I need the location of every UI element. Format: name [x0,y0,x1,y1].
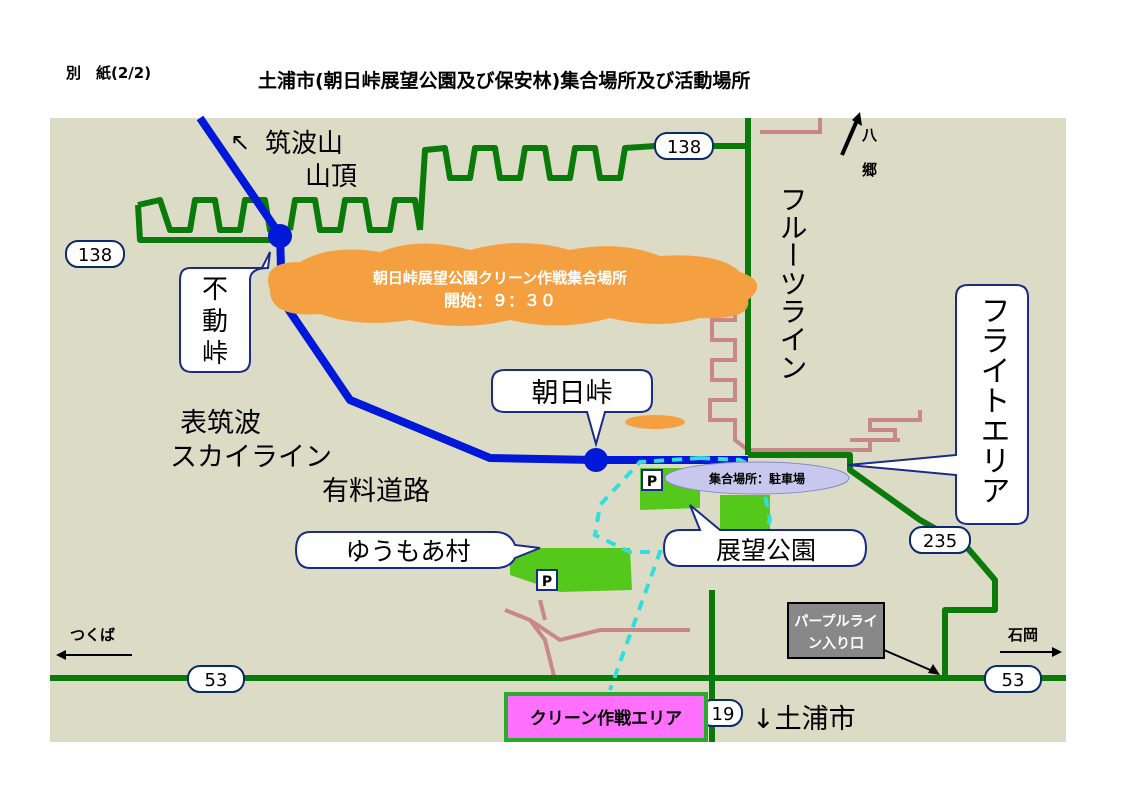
route-53-right: 53 [984,665,1042,693]
tenbou-callout: 展望公園 [662,504,868,567]
fudotoge-callout: 不 動 峠 [179,251,271,373]
meeting-parking-label: 集合場所：駐車場 [708,471,805,486]
tsuchiura-label: ↓土浦市 [752,704,856,735]
route-235-label: 235 [923,531,957,552]
clean-area-box: クリーン作戦エリア [504,692,708,742]
flight-area-callout: フライトエリア [847,284,1029,525]
route-235: 235 [909,526,971,554]
local-roads [504,118,922,681]
cloud-title: 朝日峠展望公園クリーン作戦集合場所 [373,269,627,287]
yuumoa-label: ゆうもあ村 [345,537,470,566]
fudotoge-label-3: 峠 [202,339,228,369]
arrow-nw-icon: ↖ [230,128,250,156]
parking-icon-park: P [641,469,663,491]
skyline-label-2: スカイライン [170,442,332,473]
arrow-right-head-icon [1052,647,1062,657]
fruit-line-label: フルーツライン [776,185,809,381]
purple-line-label-2: ン入り口 [808,636,864,652]
orange-area-2 [625,415,685,429]
route-53-right-label: 53 [1002,670,1025,691]
ishioka-label: 石岡 [1007,626,1038,644]
purple-line-label-1: パープルライ [794,614,877,630]
clean-area-label: クリーン作戦エリア [530,708,682,729]
route-19-label: 19 [712,704,735,725]
route-138-top-label: 138 [667,137,701,158]
page-label: 別 紙(2/2) [66,64,152,82]
yasato-label-2: 郷 [862,161,877,179]
page-title: 土浦市(朝日峠展望公園及び保安林)集合場所及び活動場所 [258,70,751,92]
tsukubasan-label-2: 山頂 [305,162,357,192]
fudotoge-label-1: 不 [202,275,228,305]
route-53-left: 53 [187,665,245,693]
parking-icon-yuumoa: P [536,569,558,591]
park-green-area-2 [720,495,770,540]
asahitoge-callout: 朝日峠 [491,369,653,448]
purple-line-box: パープルライ ン入り口 [787,602,940,675]
route-138-left: 138 [65,240,125,268]
arrow-left-head-icon [56,650,66,660]
asahitoge-label: 朝日峠 [532,378,613,409]
flight-area-label: フライトエリア [975,295,1010,505]
tsukubasan-label-1: 筑波山 [265,129,343,159]
yuumoa-callout: ゆうもあ村 [294,531,541,569]
skyline-label-1: 表筑波 [180,408,261,439]
meeting-cloud [268,243,758,326]
arrow-ne-head-icon [852,112,862,126]
fudotoge-junction [268,224,292,248]
route-138-top: 138 [654,132,714,160]
route-19-partial: 19 [699,699,743,727]
parking-label-yuumoa: P [542,574,552,590]
tsukuba-label: つくば [70,626,115,644]
asahitoge-junction [584,448,608,472]
clean-area-route [592,456,701,691]
fudotoge-label-2: 動 [202,307,228,337]
route-53-left-label: 53 [205,670,228,691]
skyline-label-3: 有料道路 [322,476,430,507]
cloud-start-time: 開始：９：３０ [444,291,556,310]
tenbou-label: 展望公園 [716,536,816,565]
route-138-left-label: 138 [78,245,112,266]
arrow-ne-icon [840,117,860,156]
yasato-label-1: 八 [861,126,878,144]
parking-label-park: P [647,474,657,490]
meeting-parking-oval [664,461,850,495]
